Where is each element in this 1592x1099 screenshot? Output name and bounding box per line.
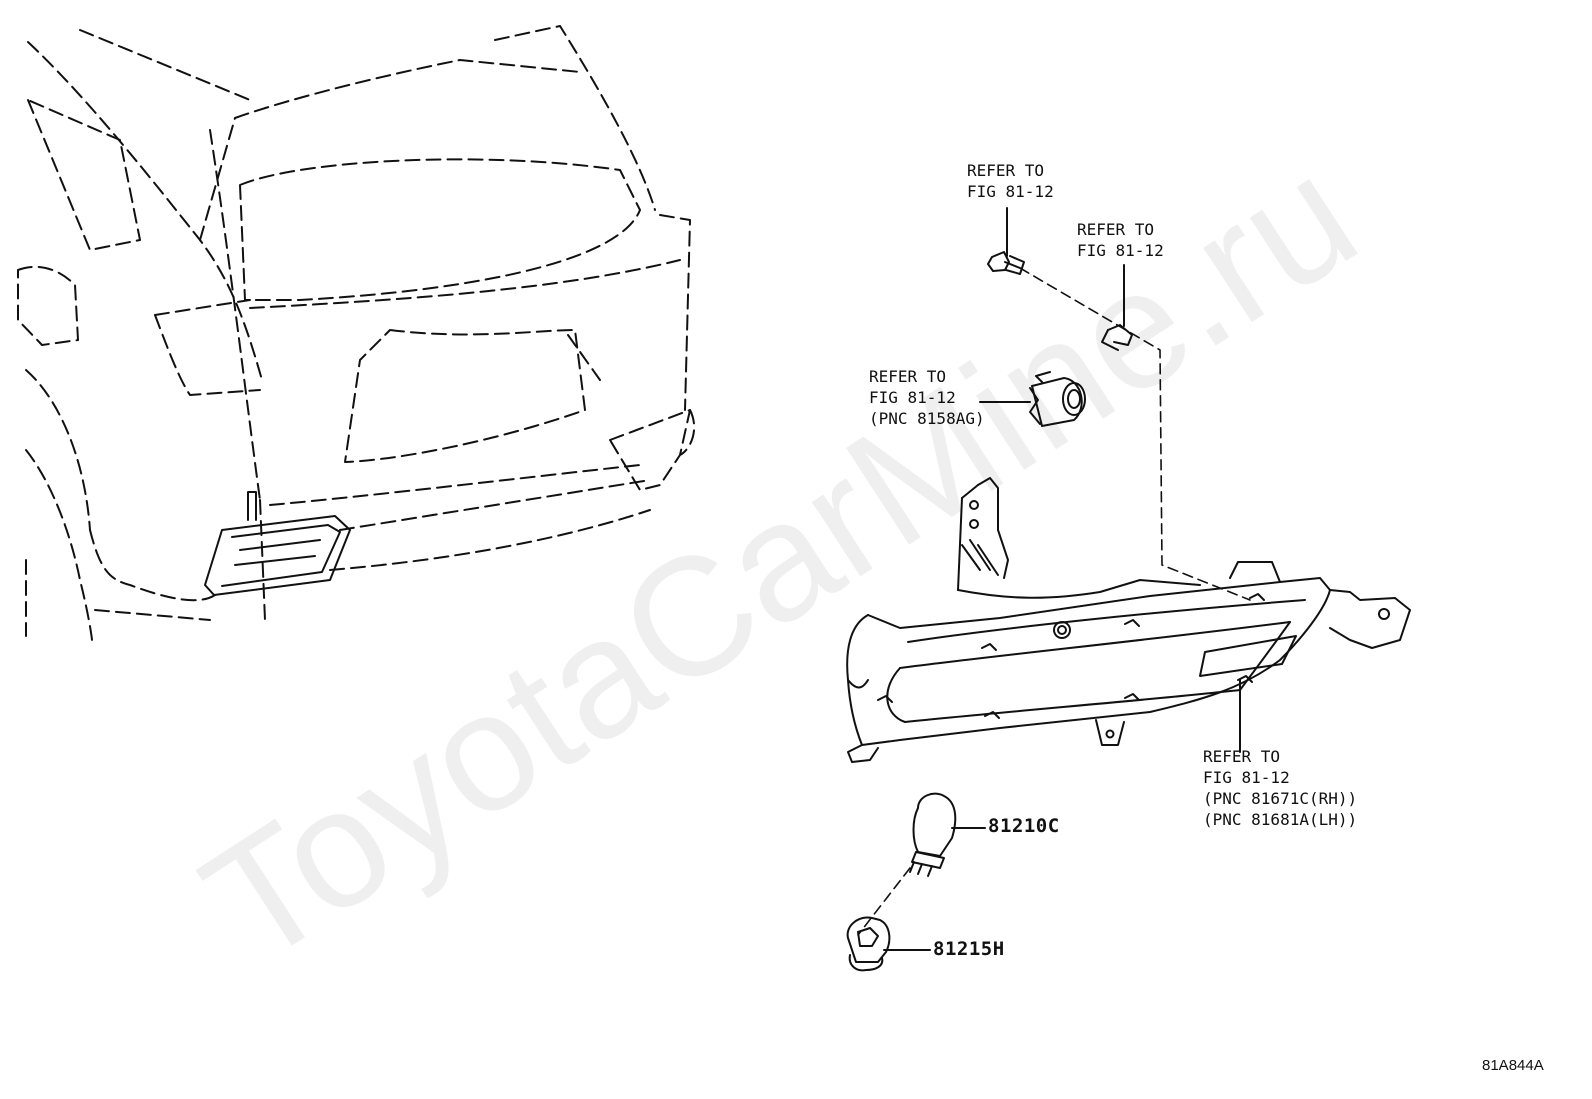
socket-part: [846, 916, 891, 972]
vehicle-lamp-location: [204, 491, 351, 596]
socket-part-number[interactable]: 81215H: [933, 938, 1005, 960]
bulb-part-number[interactable]: 81210C: [988, 815, 1060, 837]
bolt-part: [987, 251, 1025, 275]
vehicle-rear-outline: [17, 25, 696, 641]
sensor-part: [1029, 371, 1086, 427]
bulb-part: [909, 792, 957, 877]
clip-part: [1101, 324, 1133, 351]
reflector-lamp-assembly: [846, 477, 1411, 763]
figure-code: 81A844A: [1482, 1057, 1544, 1074]
assembly-lines: [857, 267, 1251, 936]
